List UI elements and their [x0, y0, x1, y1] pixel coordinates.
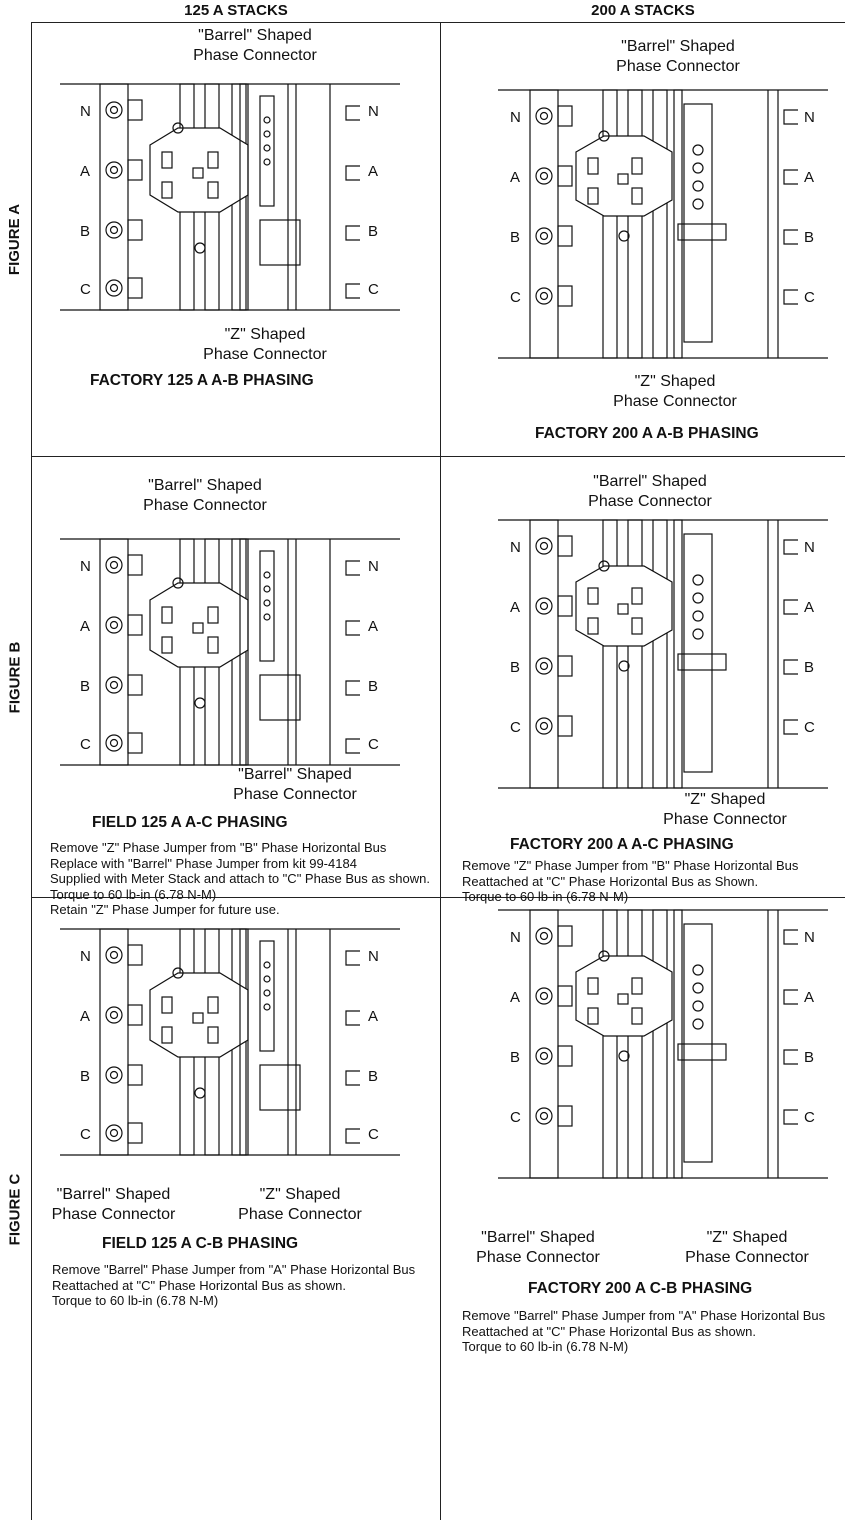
- b1-panel-drawing: [59, 538, 401, 766]
- b1-diagram: [59, 525, 401, 766]
- b2-title: FACTORY 200 A A-C PHASING: [510, 836, 734, 853]
- grid-row-divider-2: [31, 897, 845, 898]
- c1-title: FIELD 125 A C-B PHASING: [102, 1235, 299, 1252]
- a2-panel-drawing: [497, 89, 829, 359]
- figure-a-label: FIGURE A: [6, 203, 24, 275]
- figure-c-label: FIGURE C: [6, 1173, 24, 1245]
- a1-title: FACTORY 125 A A-B PHASING: [90, 372, 314, 389]
- grid-top-border: [31, 22, 845, 23]
- b1-title: FIELD 125 A A-C PHASING: [92, 814, 288, 831]
- c1-notes: Remove "Barrel" Phase Jumper from "A" Ph…: [52, 1262, 416, 1308]
- grid-center-divider: [440, 22, 441, 1520]
- grid-left-border: [31, 22, 32, 1520]
- c2-notes: Remove "Barrel" Phase Jumper from "A" Ph…: [462, 1308, 826, 1354]
- a2-diagram: [497, 89, 829, 360]
- c2-panel-drawing: [497, 909, 829, 1179]
- a2-title: FACTORY 200 A A-B PHASING: [535, 425, 759, 442]
- c1-panel-drawing: [59, 928, 401, 1156]
- c2-title: FACTORY 200 A C-B PHASING: [528, 1280, 753, 1297]
- a1-diagram: [59, 70, 401, 320]
- figure-b-label: FIGURE B: [6, 641, 24, 713]
- column-header-125a: 125 A STACKS: [184, 2, 288, 19]
- b1-notes: Remove "Z" Phase Jumper from "B" Phase H…: [50, 840, 430, 917]
- column-header-200a: 200 A STACKS: [591, 2, 695, 19]
- grid-row-divider-1: [31, 456, 845, 457]
- b2-panel-drawing: [497, 519, 829, 789]
- c2-diagram: [497, 909, 829, 1180]
- c1-diagram: [59, 915, 401, 1165]
- b2-notes: Remove "Z" Phase Jumper from "B" Phase H…: [462, 858, 799, 904]
- a1-panel-drawing: [59, 83, 401, 311]
- b2-diagram: [497, 519, 829, 790]
